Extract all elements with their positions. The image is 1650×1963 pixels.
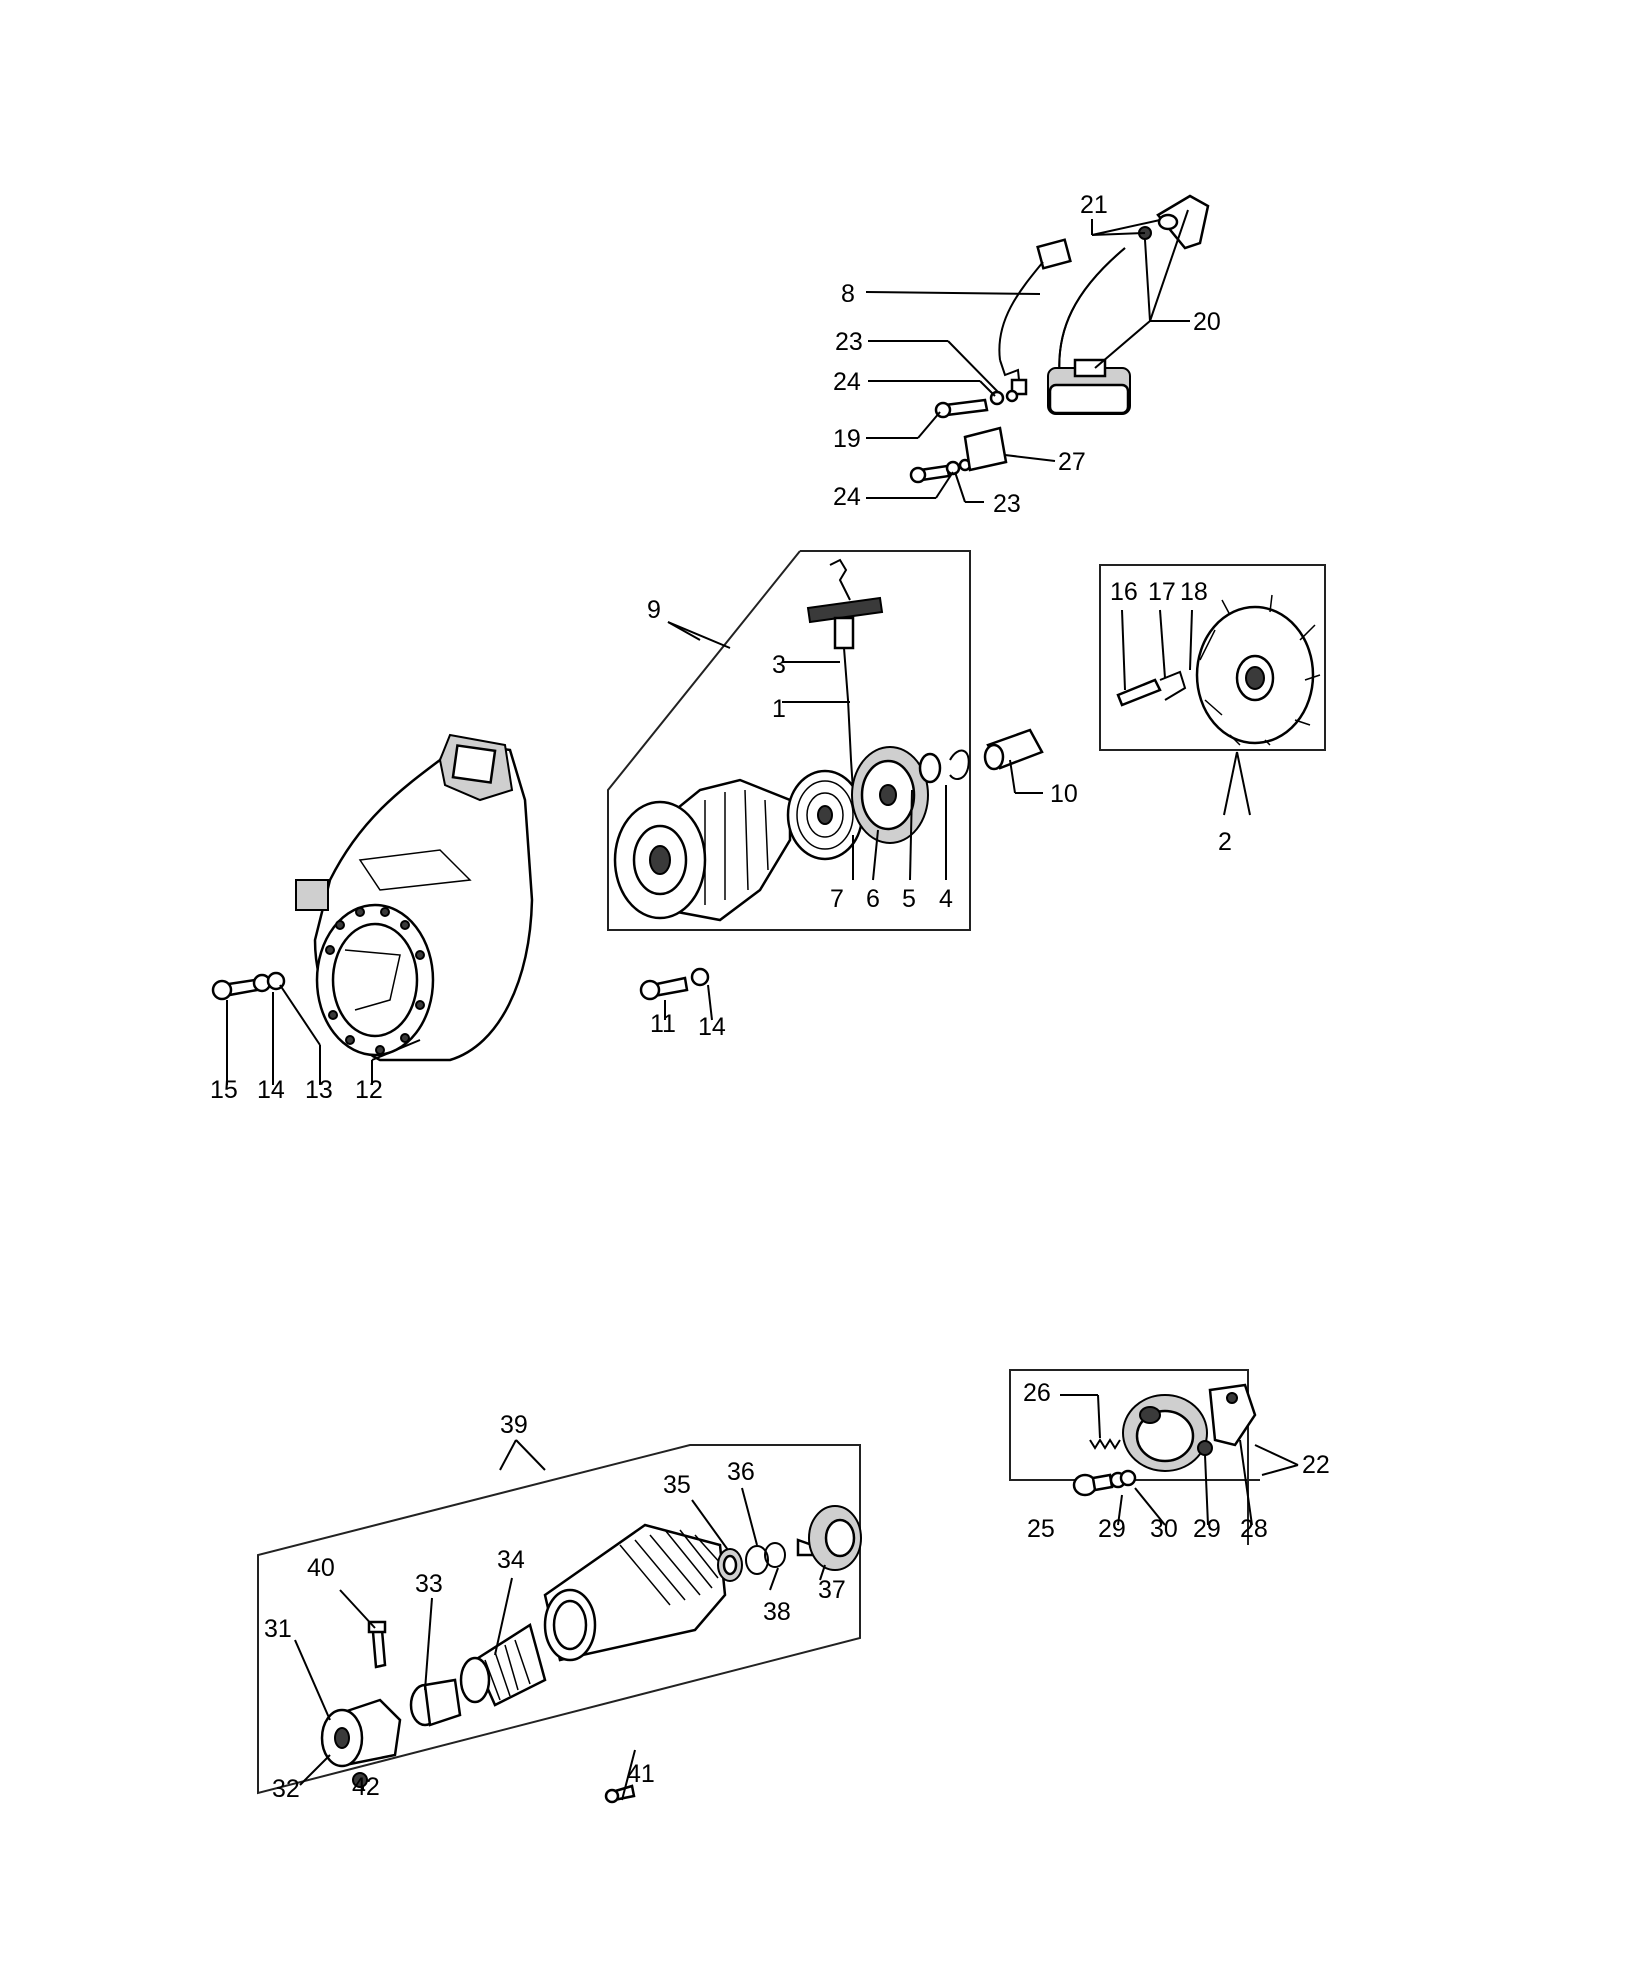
callout-label: 17 [1148, 578, 1176, 606]
callout-label: 41 [627, 1760, 655, 1788]
starter-parts [613, 558, 1044, 922]
callout-label: 23 [993, 490, 1021, 518]
callout-label: 18 [1180, 578, 1208, 606]
callout-label: 34 [497, 1546, 525, 1574]
callout-label: 40 [307, 1554, 335, 1582]
callout-label: 12 [355, 1076, 383, 1104]
callout-label: 35 [663, 1471, 691, 1499]
callout-label: 1 [772, 695, 786, 723]
drive-leader-lines [294, 1487, 826, 1801]
starter-leader-lines [782, 661, 1043, 881]
callout-label: 9 [647, 596, 661, 624]
ignition-leader-lines [865, 209, 1190, 503]
clutch-group [1009, 1369, 1299, 1545]
fan-housing-leader-lines [226, 984, 713, 1085]
callout-label: 2 [1218, 828, 1232, 856]
callout-label: 20 [1193, 308, 1221, 336]
callout-label: 21 [1080, 191, 1108, 219]
fan-housing-part [295, 733, 534, 1062]
callout-label: 33 [415, 1570, 443, 1598]
callout-label: 15 [210, 1076, 238, 1104]
callout-label: 38 [763, 1598, 791, 1626]
callout-label: 24 [833, 368, 861, 396]
ignition-wire-part [998, 238, 1072, 396]
callout-label: 6 [866, 885, 880, 913]
callout-label: 14 [257, 1076, 285, 1104]
callout-label: 36 [727, 1458, 755, 1486]
callout-label: 4 [939, 885, 953, 913]
callout-label: 29 [1098, 1515, 1126, 1543]
starter-group-frame [607, 550, 971, 931]
callout-label: 10 [1050, 780, 1078, 808]
callout-label: 13 [305, 1076, 333, 1104]
callout-label: 26 [1023, 1379, 1051, 1407]
ignition-group [909, 194, 1210, 484]
callout-label: 25 [1027, 1515, 1055, 1543]
callout-label: 31 [264, 1615, 292, 1643]
callout-label: 3 [772, 651, 786, 679]
callout-label: 32 [272, 1775, 300, 1803]
callout-label: 27 [1058, 448, 1086, 476]
callout-label: 23 [835, 328, 863, 356]
callout-label: 5 [902, 885, 916, 913]
callout-label: 11 [650, 1010, 676, 1038]
ignition-coil-part [1047, 247, 1131, 415]
drive-parts [320, 1505, 862, 1804]
callout-label: 16 [1110, 578, 1138, 606]
callout-label: 29 [1193, 1515, 1221, 1543]
callout-label: 19 [833, 425, 861, 453]
callout-label: 24 [833, 483, 861, 511]
callout-label: 8 [841, 280, 855, 308]
drive-group-frame [257, 1439, 861, 1795]
callout-label: 30 [1150, 1515, 1178, 1543]
callout-label: 7 [830, 885, 844, 913]
callout-label: 39 [500, 1411, 528, 1439]
callout-label: 22 [1302, 1451, 1330, 1479]
callout-labels: 1 2 3 4 5 6 7 8 9 10 11 12 13 14 14 15 1… [210, 191, 1330, 1803]
clutch-leader-lines [1060, 1394, 1253, 1526]
callout-label: 42 [352, 1773, 380, 1801]
callout-label: 37 [818, 1576, 846, 1604]
callout-label: 28 [1240, 1515, 1268, 1543]
insulator-plate-part [963, 426, 1008, 472]
callout-label: 14 [698, 1013, 726, 1041]
flywheel-group [1099, 564, 1326, 816]
